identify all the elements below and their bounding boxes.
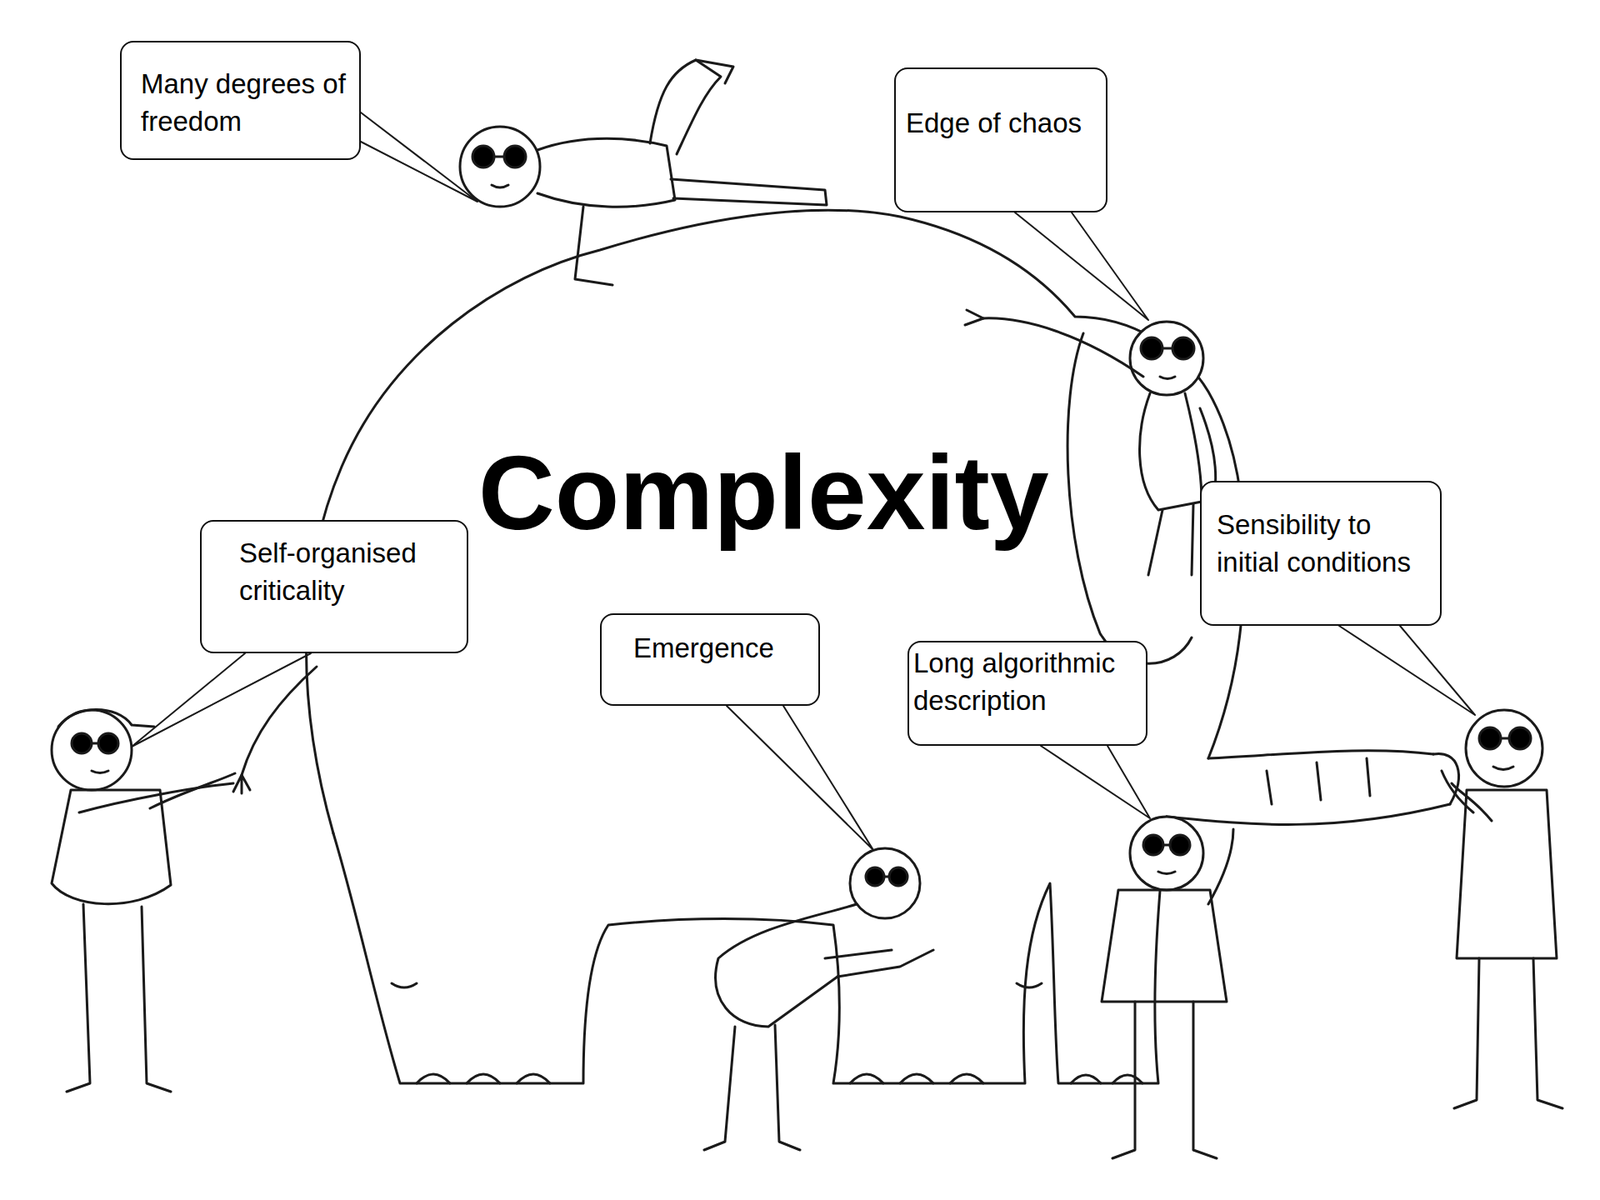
leader-line-stroke	[1015, 212, 1149, 320]
blind-man-top-stroke	[504, 145, 526, 168]
speech-bubble: Many degrees of freedom	[120, 40, 361, 160]
blind-man-leg-stroke	[825, 950, 934, 977]
bubble-text: Long algorithmic description	[913, 644, 1142, 720]
blind-man-leg-stroke	[704, 1025, 800, 1150]
blind-man-tail-stroke	[150, 773, 235, 809]
blind-man-trunk-left-stroke	[1208, 829, 1234, 905]
blind-man-trunk-right-stroke	[1441, 770, 1492, 821]
elephant-stroke	[1070, 1075, 1143, 1084]
speech-bubble: Long algorithmic description	[907, 640, 1148, 746]
blind-man-leg	[704, 848, 934, 1150]
blind-man-leg-stroke	[889, 867, 908, 886]
bubble-text: Edge of chaos	[905, 104, 1098, 142]
leader-line-stroke	[1040, 745, 1150, 819]
bubble-text: Sensibility to initial conditions	[1216, 505, 1434, 581]
blind-man-top-stroke	[670, 179, 827, 205]
bubble-text: Many degrees of freedom	[140, 65, 351, 140]
blind-man-trunk-right-stroke	[1479, 727, 1501, 750]
blind-man-ear-stroke	[1140, 337, 1163, 360]
blind-man-top-stroke	[491, 156, 509, 188]
blind-man-tail-stroke	[58, 709, 155, 727]
leader-line-stroke	[131, 653, 311, 747]
blind-man-ear-stroke	[965, 310, 984, 325]
elephant-stroke	[850, 1074, 984, 1084]
blind-man-ear-stroke	[983, 318, 1144, 377]
blind-man-trunk-right	[1441, 710, 1563, 1109]
blind-man-ear-stroke	[1172, 337, 1195, 360]
blind-man-trunk-right-stroke	[1456, 790, 1557, 959]
blind-man-trunk-right-stroke	[1493, 738, 1514, 770]
blind-man-tail	[51, 709, 235, 1092]
blind-man-ear-stroke	[1148, 504, 1194, 575]
blind-man-tail-stroke	[66, 904, 171, 1092]
blind-man-trunk-left-stroke	[1158, 845, 1175, 875]
blind-man-top-stroke	[537, 138, 675, 207]
leader-line-stroke	[1339, 625, 1475, 715]
blind-man-ear-stroke	[1140, 393, 1202, 510]
blind-man-trunk-left-stroke	[1143, 835, 1164, 855]
speech-bubble: Emergence	[600, 613, 820, 706]
elephant-stroke	[1166, 804, 1450, 825]
elephant-stroke	[416, 1074, 550, 1084]
elephant-stroke	[233, 775, 250, 794]
blind-man-top-stroke	[472, 145, 495, 168]
blind-man-ear-stroke	[1130, 321, 1204, 395]
blind-man-trunk-left-stroke	[1101, 890, 1227, 1002]
blind-man-ear-stroke	[1160, 348, 1175, 380]
blind-man-tail-stroke	[98, 733, 119, 754]
blind-man-trunk-left-stroke	[1112, 1001, 1217, 1159]
blind-man-top-stroke	[575, 206, 613, 285]
speech-bubble: Sensibility to initial conditions	[1200, 480, 1442, 626]
blind-man-trunk-right-stroke	[1465, 710, 1543, 787]
blind-man-trunk-left-stroke	[1130, 816, 1204, 890]
elephant-stroke	[1266, 758, 1370, 805]
elephant-stroke	[333, 816, 1167, 1084]
leader-line-stroke	[357, 110, 478, 202]
blind-man-tail-stroke	[71, 733, 92, 754]
bubble-text: Emergence	[633, 629, 810, 667]
speech-bubble: Self-organised criticality	[200, 520, 469, 654]
blind-man-trunk-right-stroke	[1454, 958, 1563, 1109]
blind-man-leg-stroke	[850, 848, 920, 919]
diagram-title: Complexity	[471, 435, 1056, 552]
blind-man-leg-stroke	[715, 904, 857, 1027]
blind-man-leg-stroke	[884, 875, 890, 879]
leader-line	[131, 110, 1475, 850]
bubble-text: Self-organised criticality	[239, 534, 459, 610]
blind-man-trunk-left-stroke	[1170, 835, 1190, 855]
blind-man-trunk-right-stroke	[1509, 727, 1531, 750]
blind-man-top-stroke	[695, 60, 734, 84]
leader-line-stroke	[726, 705, 874, 850]
blind-man-tail-stroke	[91, 743, 109, 774]
blind-man-trunk-left	[1101, 816, 1234, 1159]
blind-man-top	[460, 60, 827, 285]
blind-man-top-stroke	[650, 60, 721, 155]
blind-man-leg-stroke	[865, 867, 885, 886]
speech-bubble: Edge of chaos	[894, 67, 1108, 213]
elephant-stroke	[1208, 750, 1434, 759]
blind-man-tail-stroke	[79, 783, 234, 813]
blind-man-top-stroke	[460, 126, 540, 207]
